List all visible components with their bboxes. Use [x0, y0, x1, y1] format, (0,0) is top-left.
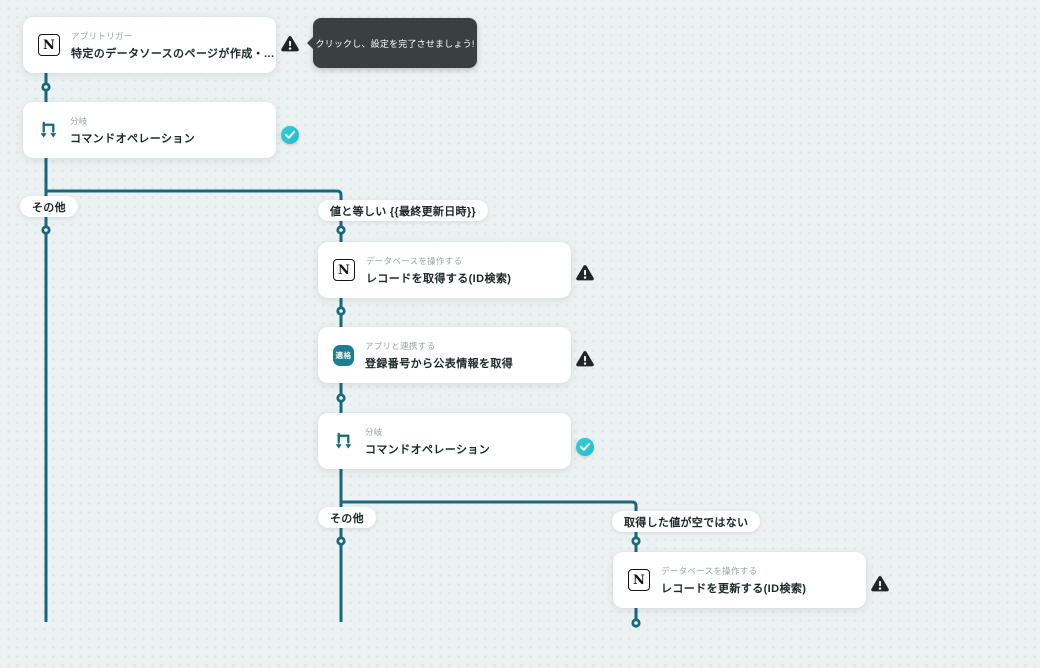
warning-icon[interactable] [575, 350, 595, 373]
notion-icon: N [38, 34, 60, 56]
node-category: 分岐 [70, 115, 88, 126]
success-check-icon[interactable] [281, 126, 299, 144]
node-category: データベースを操作する [366, 255, 463, 266]
success-check-icon[interactable] [576, 438, 594, 456]
branch-label-not-empty: 取得した値が空ではない [612, 511, 761, 532]
node-category: アプリトリガー [71, 30, 133, 41]
warning-icon[interactable] [575, 264, 595, 287]
node-title: 特定のデータソースのページが作成・... [71, 47, 275, 60]
branch-label-other-2: その他 [318, 507, 376, 528]
node-category: アプリと連携する [365, 340, 436, 351]
warning-icon[interactable] [280, 35, 300, 58]
branch-label-text: その他 [32, 201, 66, 214]
branch-label-text: 値と等しい {{最終更新日時}} [330, 205, 476, 218]
node-branch-1[interactable]: 分岐 コマンドオペレーション [23, 102, 276, 158]
branch-label-equals: 値と等しい {{最終更新日時}} [318, 200, 488, 221]
tooltip-arrow-icon [307, 37, 313, 49]
tekikaku-app-icon: 適格 [333, 344, 354, 366]
node-app-trigger[interactable]: N アプリトリガー 特定のデータソースのページが作成・... [23, 17, 276, 73]
branch-icon [333, 431, 354, 452]
node-category: データベースを操作する [661, 565, 758, 576]
node-category: 分岐 [365, 426, 383, 437]
branch-label-text: 取得した値が空ではない [624, 516, 749, 529]
node-title: レコードを取得する(ID検索) [366, 272, 512, 285]
node-update-record[interactable]: N データベースを操作する レコードを更新する(ID検索) [613, 552, 866, 608]
notion-icon: N [628, 569, 650, 591]
node-title: コマンドオペレーション [70, 132, 196, 145]
node-title: 登録番号から公表情報を取得 [365, 357, 514, 370]
node-get-record[interactable]: N データベースを操作する レコードを取得する(ID検索) [318, 242, 571, 298]
branch-icon [38, 120, 59, 141]
branch-label-text: その他 [330, 512, 364, 525]
node-title: レコードを更新する(ID検索) [661, 582, 807, 595]
node-title: コマンドオペレーション [365, 443, 491, 456]
branch-label-other-1: その他 [20, 196, 78, 217]
node-invoice-lookup[interactable]: 適格 アプリと連携する 登録番号から公表情報を取得 [318, 327, 571, 383]
node-branch-2[interactable]: 分岐 コマンドオペレーション [318, 413, 571, 469]
notion-icon: N [333, 259, 355, 281]
warning-icon[interactable] [870, 575, 890, 598]
tooltip-text: クリックし、設定を完了させましょう! [315, 38, 475, 49]
tooltip: クリックし、設定を完了させましょう! [307, 18, 477, 68]
